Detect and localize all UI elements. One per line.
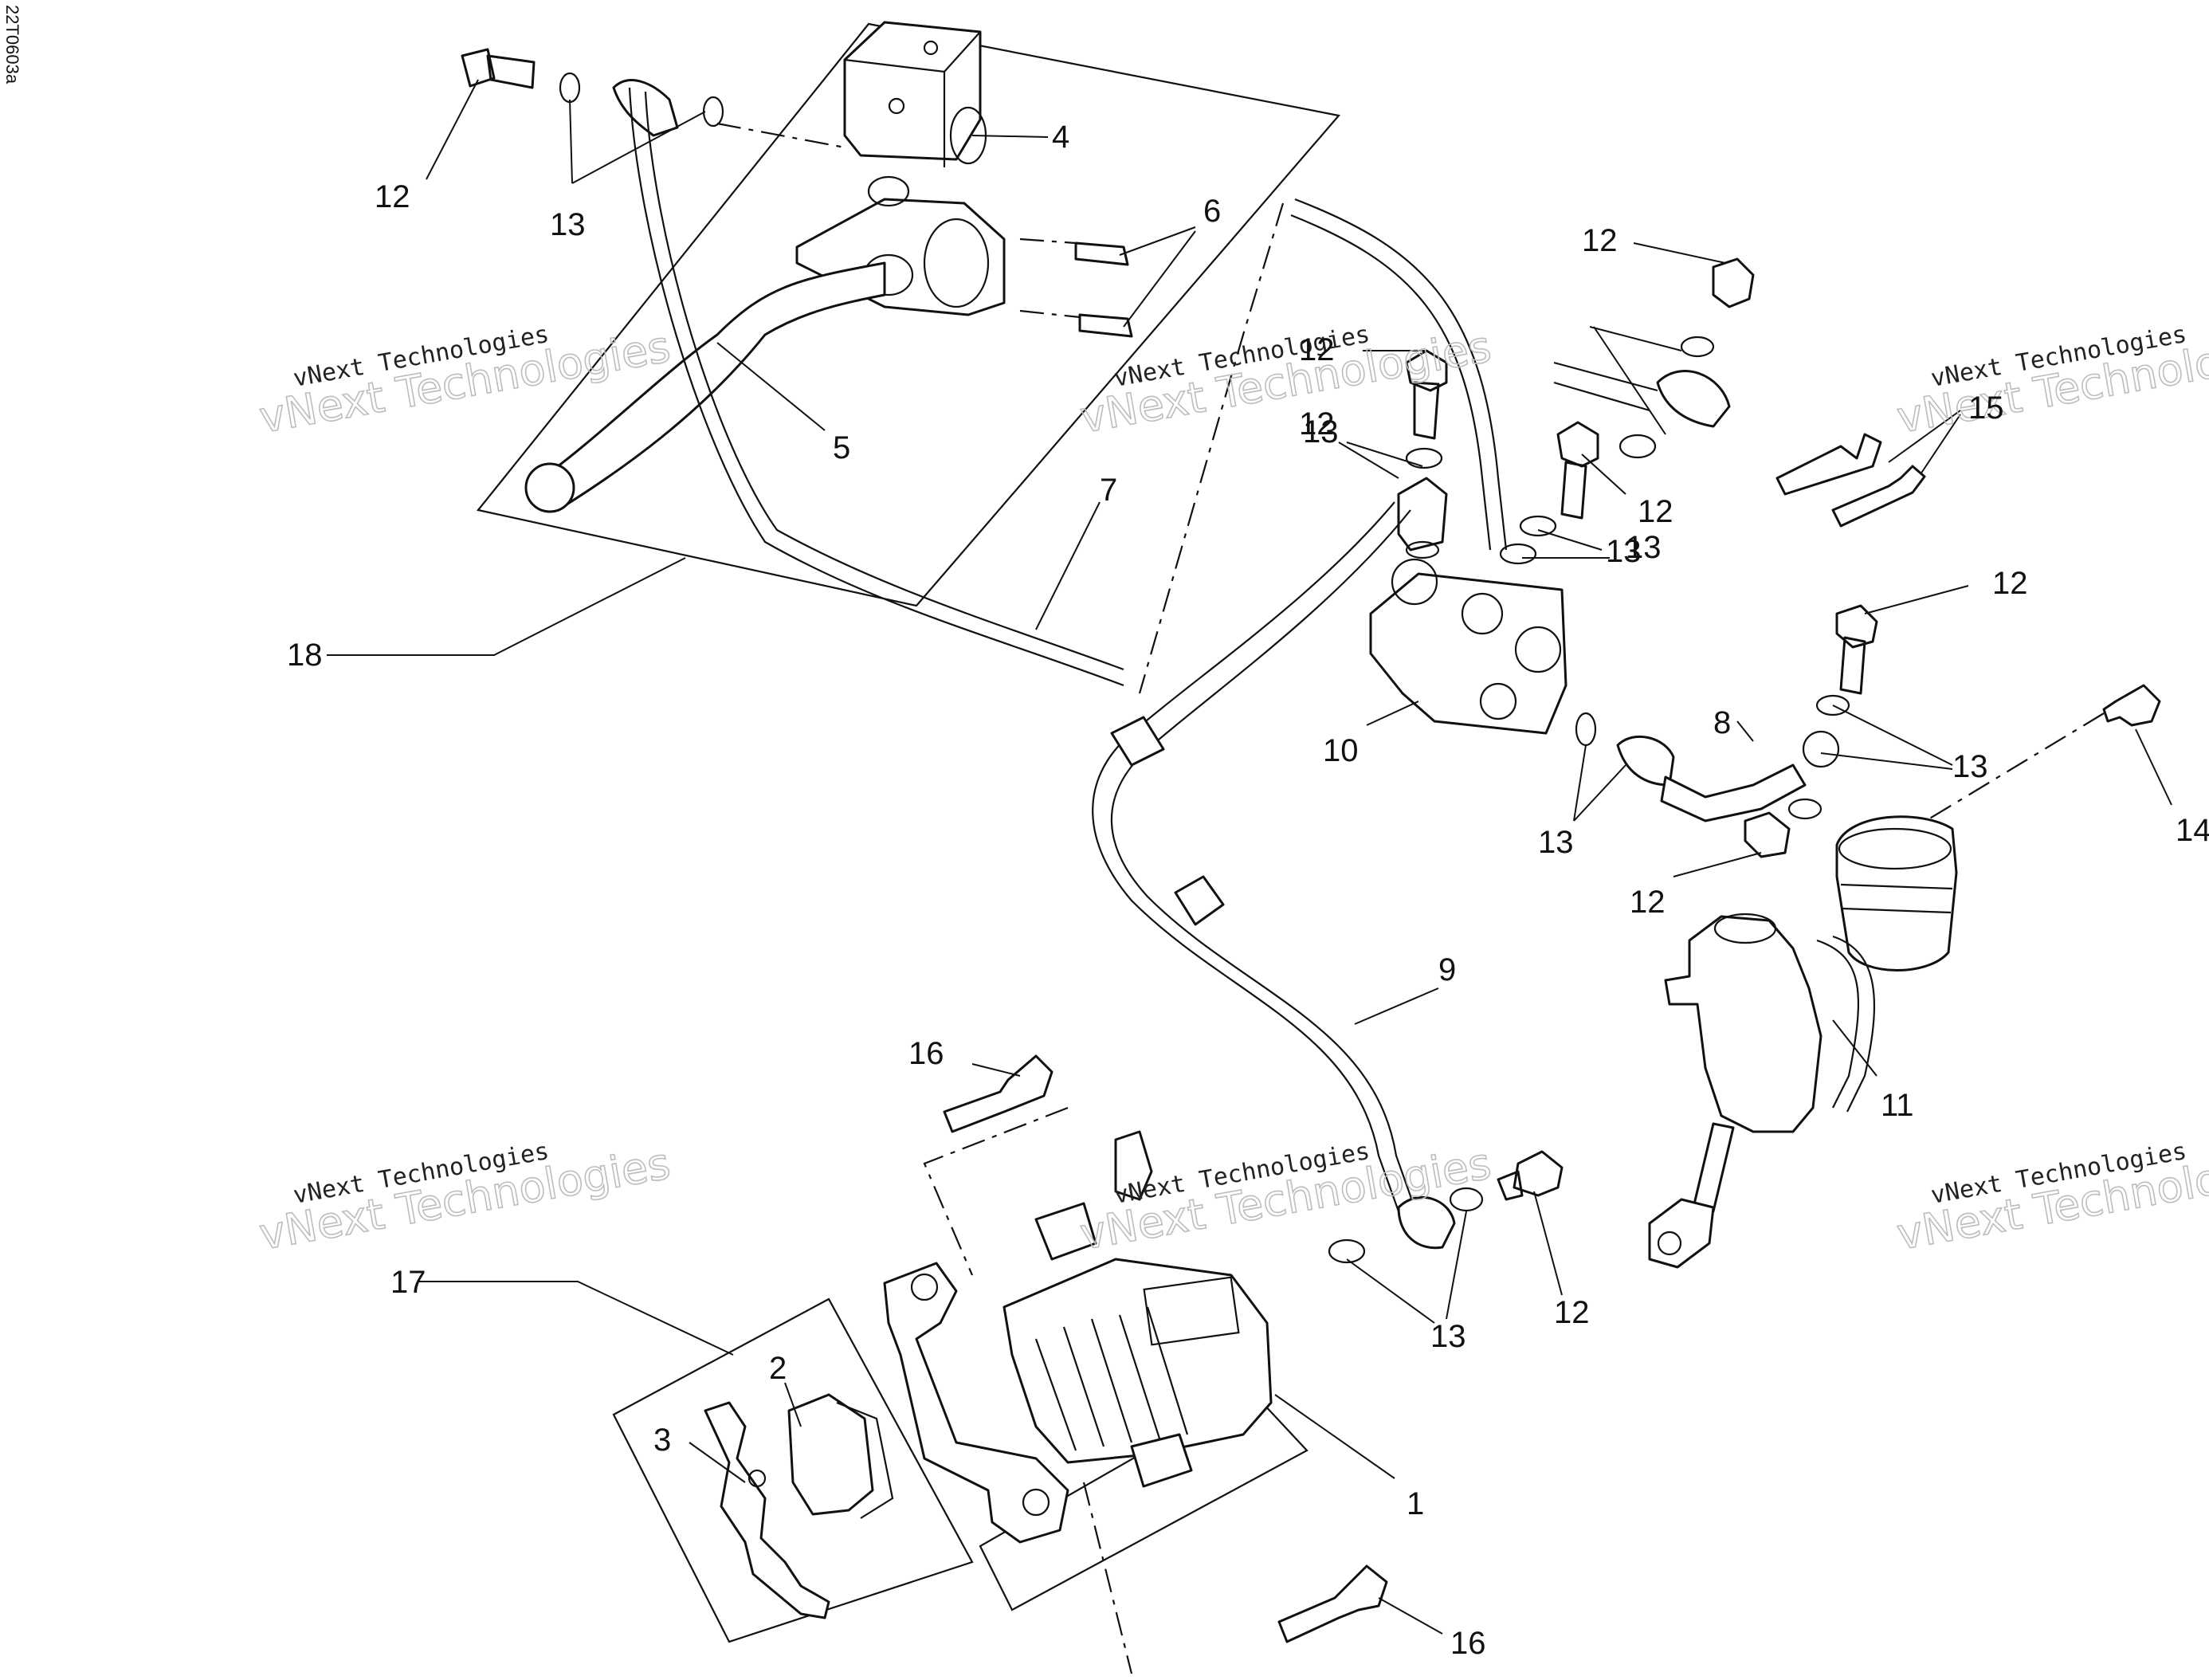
rear-master-cylinder-group [1648,815,1958,1269]
brake-lever [540,261,886,512]
callout-8: 8 [1713,705,1731,740]
drawing-code: 22T0603a [2,5,22,84]
lower-line-group [1092,501,1564,1264]
caliper-bracket [883,1262,1069,1544]
rear-reservoir-hose [1816,935,1875,1113]
callout-13-g: 13 [1626,530,1662,565]
callout-12-a: 12 [375,179,410,214]
rear-pushrod [1692,1122,1735,1213]
line-sleeve-lower [1174,875,1225,926]
front-master-cylinder-group [461,21,1341,687]
banjo-bolt-top-left [461,48,536,89]
callout-10: 10 [1323,733,1359,768]
callout-13-e: 13 [1538,825,1574,860]
brake-pad-2 [787,1393,874,1516]
callout-13-f: 13 [1430,1319,1466,1354]
callout-17: 17 [390,1265,426,1300]
outline-18-panel [477,22,1341,607]
callout-18: 18 [287,638,323,673]
callout-12-f: 12 [1630,885,1666,920]
callout-3: 3 [653,1423,671,1458]
brake-line-7 [628,87,1124,687]
caliper-piston-upper [1034,1202,1097,1261]
rear-reservoir [1835,815,1958,971]
callout-labels: 1 2 3 4 5 6 7 8 9 10 11 12 12 12 12 12 1… [287,120,2209,1661]
lever-ball-end [524,462,575,513]
watermark: vNext Technologies vNext Technologies [255,1137,674,1261]
leader-lines [327,79,2172,1635]
caliper-bleeder [1114,1130,1153,1201]
caliper-piston-lower [1130,1433,1193,1488]
banjo-fitting-right [1616,735,1675,787]
caliper-group [612,1054,1388,1674]
callout-12-c: 12 [1582,223,1618,258]
rear-master-cylinder-11 [1664,915,1823,1133]
brake-line-8 [1660,763,1807,822]
banjo-fitting-caliper [1397,1195,1456,1250]
banjo-bolt-center [1556,421,1599,520]
mounting-screw-upper [1074,241,1129,266]
callout-12-e: 12 [1992,566,2028,601]
callout-13-b: 13 [1303,414,1339,449]
watermark: vNext Technologies vNext Technologies [1893,320,2209,444]
pin-bolt-16-lower [1277,1564,1388,1643]
banjo-bolt-right-upper [1835,604,1878,695]
banjo-bolt-upper-right [1712,257,1755,308]
callout-13-a: 13 [550,207,586,242]
pin-bolt-16-upper [943,1054,1053,1133]
callout-13-c: 13 [1606,534,1642,569]
line-sleeve-upper [1110,716,1165,767]
callout-12-g: 12 [1554,1295,1590,1330]
brake-caliper-1 [1002,1258,1273,1464]
brake-line-9 [1092,501,1400,1212]
callout-7: 7 [1100,473,1117,508]
distribution-block-10 [1369,572,1567,735]
callout-6: 6 [1203,194,1221,229]
mounting-screw-lower [1078,313,1133,338]
callout-13-d: 13 [1952,749,1988,784]
banjo-fitting-top-left [612,79,679,137]
banjo-fitting-upper-center [1397,477,1448,551]
bolt-15-upper [1775,433,1882,496]
banjo-bolt-caliper [1497,1150,1564,1201]
callout-14: 14 [2176,813,2209,848]
callout-12-d: 12 [1638,494,1673,529]
callout-4: 4 [1052,120,1069,155]
callout-12-h: 12 [1299,406,1335,442]
callout-2: 2 [769,1351,787,1386]
watermark: vNext Technologies vNext Technologies [1893,1137,2209,1261]
callout-12-b: 12 [1299,332,1335,367]
distribution-block-group [1138,198,2161,858]
brake-line-9-upper [1294,198,1508,551]
callout-16-b: 16 [1450,1626,1486,1661]
outline-1-bracket [979,1389,1309,1611]
bolt-15-lower [1831,465,1926,528]
callout-16-a: 16 [908,1036,944,1071]
outline-17-box [612,1297,974,1643]
callout-11: 11 [1881,1088,1914,1123]
callout-5: 5 [833,430,850,465]
bolt-14 [2102,684,2161,727]
rear-clevis [1648,1198,1715,1269]
banjo-bolt-right-lower [1744,811,1791,858]
banjo-fitting-upper-right [1656,370,1731,428]
callout-9: 9 [1438,952,1456,987]
callout-15: 15 [1968,391,2004,426]
master-cylinder-reservoir [843,21,982,161]
anti-rattle-spring-3 [704,1401,830,1619]
callout-1: 1 [1407,1486,1424,1521]
